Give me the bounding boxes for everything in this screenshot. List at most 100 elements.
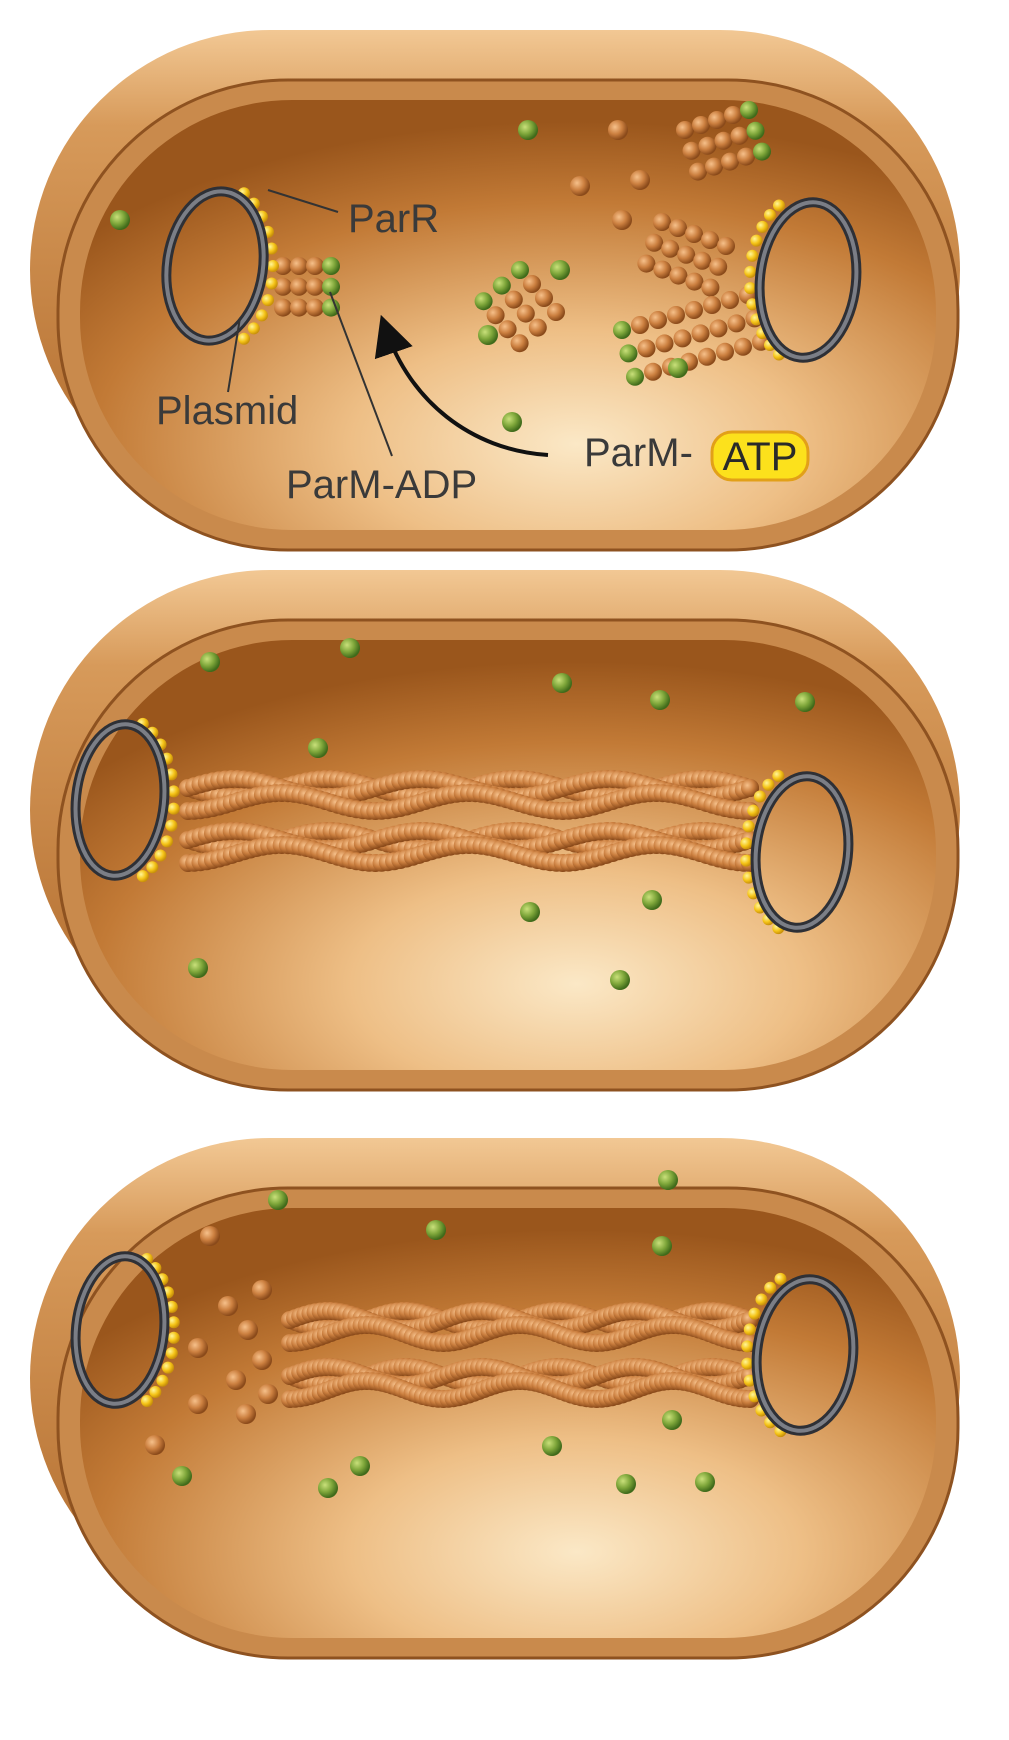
parm-adp-monomer [252, 1350, 272, 1370]
parm-atp-monomer [616, 1474, 636, 1494]
parr-protein [764, 209, 777, 222]
parm-adp-monomer [306, 257, 324, 275]
parr-protein [762, 778, 775, 791]
parr-protein [255, 309, 268, 322]
parm-adp-monomer [653, 213, 671, 231]
parm-adp-monomer [306, 277, 324, 296]
parm-adp-monomer [741, 779, 759, 797]
parr-leader-line [267, 189, 339, 213]
plasmid-leader-line [227, 317, 241, 393]
parm-adp-monomer [698, 347, 716, 366]
parm-atp-monomer [188, 958, 208, 978]
parm-adp-monomer [274, 277, 292, 296]
parm-adp-monomer [535, 289, 553, 307]
parm-adp-monomer [701, 278, 720, 297]
plasmid-ring-highlight [754, 1277, 856, 1433]
parr-protein [741, 1357, 754, 1370]
cytoplasm [80, 1208, 936, 1638]
parm-atp-monomer [322, 257, 340, 275]
parr-protein [141, 1395, 153, 1408]
parm-adp-monomer [188, 1338, 208, 1358]
parr-protein [742, 820, 755, 833]
parm-atp-prefix-label: ParM- [584, 431, 693, 475]
parm-adp-monomer [523, 275, 541, 293]
parm-adp-monomer [716, 342, 734, 361]
parm-filament-small [474, 261, 565, 353]
parm-adp-monomer [669, 219, 687, 237]
parm-atp-monomer [308, 738, 328, 758]
parm-atp-monomer [746, 121, 765, 140]
parr-protein [167, 785, 180, 798]
parr-protein [167, 802, 180, 815]
parm-adp-monomer [669, 266, 688, 285]
parm-adp-monomer [649, 311, 667, 329]
parm-filament-small [637, 213, 735, 297]
parr-protein [773, 199, 785, 212]
atp-label: ATP [723, 435, 798, 479]
parm-filament-upper [179, 770, 759, 820]
parm-adp-monomer [709, 319, 728, 338]
parr-protein [755, 1293, 768, 1306]
parm-adp-monomer [644, 362, 662, 381]
parm-adp-monomer [721, 152, 739, 171]
parm-adp-monomer [498, 320, 517, 339]
parr-protein [764, 1281, 777, 1294]
parm-atp-monomer [474, 292, 493, 311]
plasmid-ring-highlight [73, 1254, 167, 1406]
parm-adp-monomer [676, 121, 694, 139]
parm-adp-monomer [238, 1320, 258, 1340]
parm-adp-monomer [708, 111, 726, 129]
parm-atp-monomer [340, 638, 360, 658]
parm-adp-monomer [608, 120, 628, 140]
parm-adp-monomer [730, 126, 749, 145]
parm-adp-leader-line [329, 291, 393, 457]
parm-atp-monomer [642, 890, 662, 910]
parm-filament-small [676, 101, 771, 181]
parr-protein [756, 220, 769, 233]
parm-adp-monomer [734, 337, 752, 356]
parr-protein [743, 1323, 756, 1336]
plasmid-ring-highlight [164, 189, 266, 343]
parr-protein [774, 1272, 787, 1285]
parm-atp-monomer [172, 1466, 192, 1486]
atp-highlight [710, 430, 810, 482]
parm-adp-monomer [274, 298, 292, 317]
parm-filament-upper [281, 1302, 759, 1352]
parm-adp-monomer [682, 141, 701, 160]
parm-atp-monomer [322, 298, 340, 317]
parm-adp-monomer [504, 290, 523, 309]
parm-atp-monomer [662, 1410, 682, 1430]
parm-adp-monomer [691, 324, 710, 343]
parm-adp-monomer [274, 257, 292, 275]
parm-adp-monomer [653, 260, 672, 279]
parr-protein [146, 861, 159, 874]
parm-adp-monomer [701, 231, 719, 249]
parm-atp-monomer [268, 1190, 288, 1210]
parm-atp-monomer [518, 120, 538, 140]
parm-adp-monomer [645, 233, 664, 252]
parm-adp-monomer [705, 157, 723, 176]
parr-protein [161, 1361, 174, 1374]
parm-atp-monomer [740, 101, 758, 119]
parm-atp-monomer [552, 673, 572, 693]
parm-atp-monomer [668, 358, 688, 378]
parm-atp-monomer [478, 325, 498, 345]
parr-protein [165, 1347, 178, 1360]
parm-atp-monomer [511, 261, 529, 279]
parm-atp-monomer [650, 690, 670, 710]
parr-protein [740, 854, 753, 867]
parm-adp-monomer [218, 1296, 238, 1316]
cell-3 [30, 1138, 960, 1660]
plasmid-ring-highlight [757, 200, 859, 360]
parm-adp-monomer [698, 136, 717, 155]
parr-protein [753, 790, 766, 803]
parr-protein [744, 265, 757, 278]
parm-adp-monomer [727, 314, 746, 333]
plasmid-ring-highlight [753, 774, 851, 930]
parm-adp-monomer [290, 277, 308, 296]
parm-atp-monomer [695, 1472, 715, 1492]
parm-adp-monomer [547, 303, 565, 321]
parm-adp-monomer [689, 162, 707, 181]
parm-adp-monomer [528, 318, 547, 337]
